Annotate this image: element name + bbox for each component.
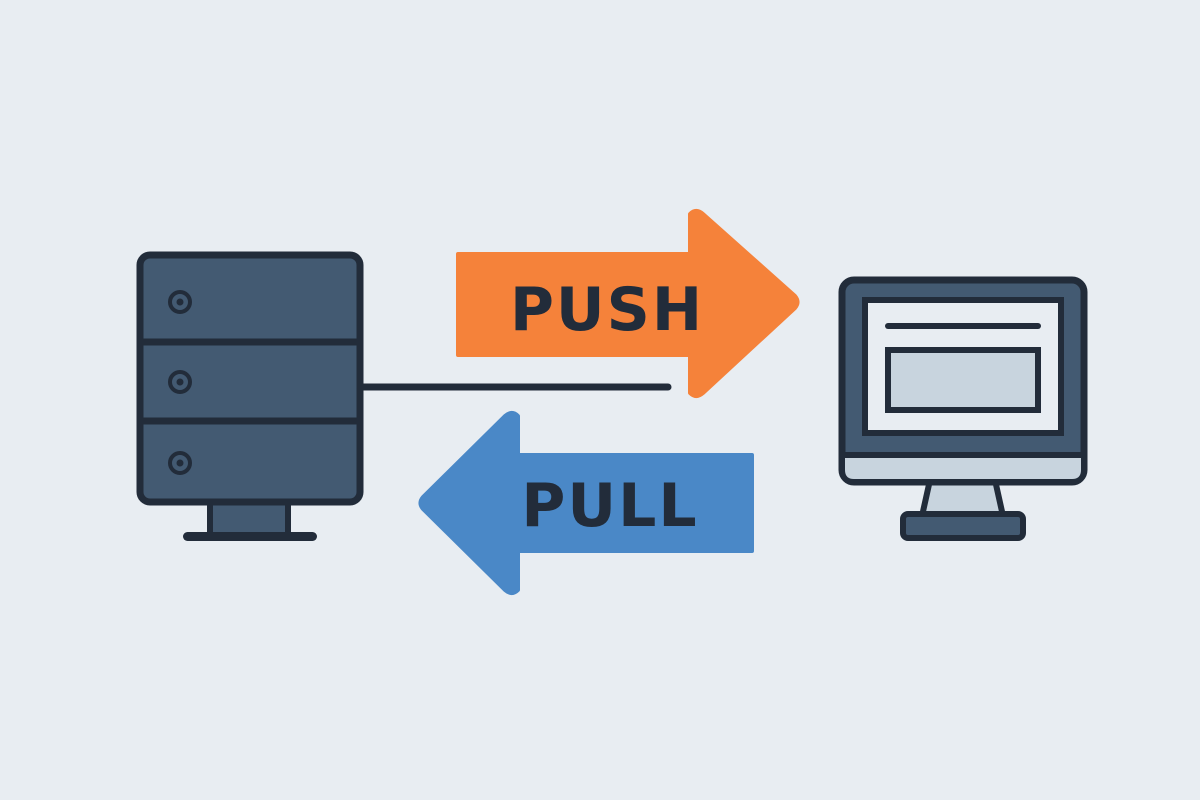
pull-label: PULL bbox=[521, 471, 698, 541]
server-drive-light-2 bbox=[168, 370, 192, 394]
pull-arrow: PULL bbox=[418, 411, 754, 595]
server-icon bbox=[136, 251, 364, 541]
server-body bbox=[136, 251, 364, 506]
pull-arrow-shape bbox=[418, 411, 754, 595]
server-base bbox=[183, 532, 317, 541]
desktop-monitor-icon bbox=[838, 276, 1088, 541]
push-arrow-shape bbox=[456, 209, 800, 398]
push-arrow: PUSH bbox=[456, 209, 800, 398]
server-drive-light-3 bbox=[168, 451, 192, 475]
server-drive-light-1 bbox=[168, 290, 192, 314]
monitor-base bbox=[900, 511, 1026, 541]
push-label: PUSH bbox=[510, 275, 704, 345]
monitor-chin bbox=[845, 455, 1081, 479]
screen-content-box bbox=[885, 347, 1041, 413]
